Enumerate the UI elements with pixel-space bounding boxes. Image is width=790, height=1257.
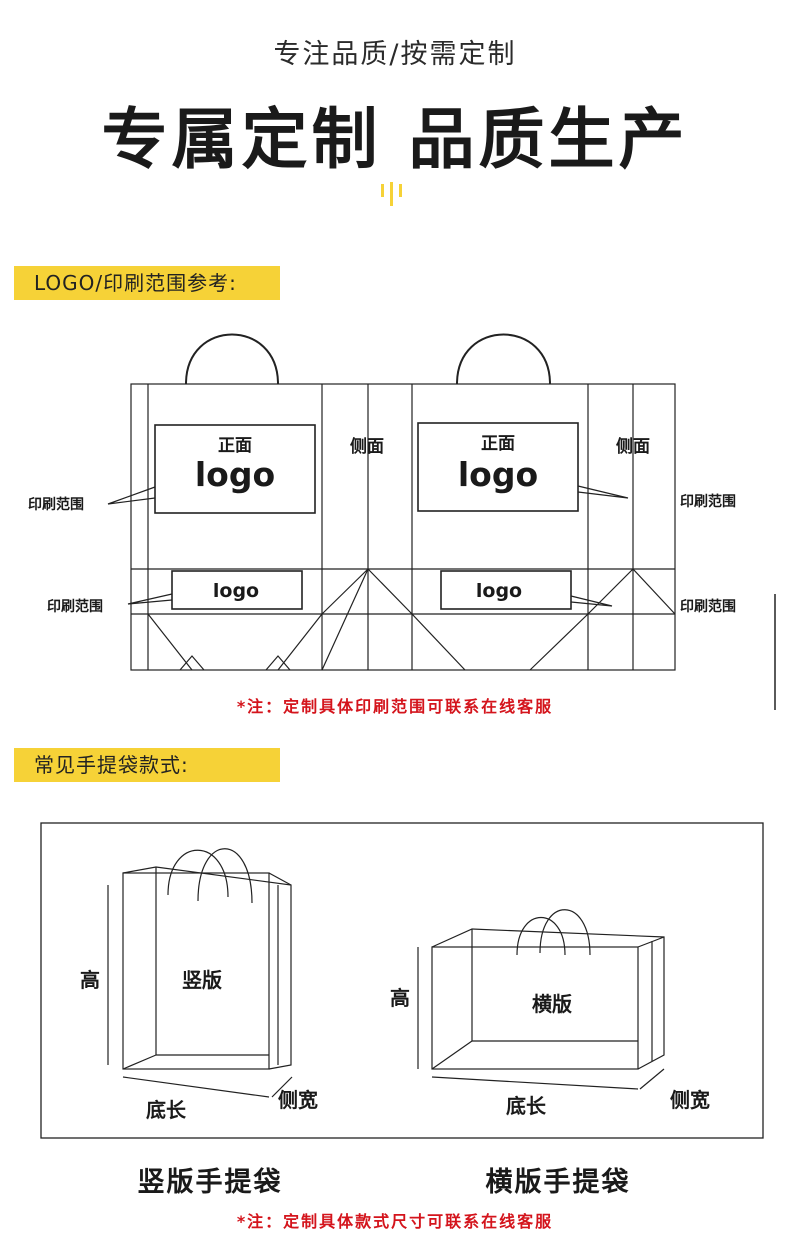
vertical-bottom-length-label: 底长	[146, 1098, 187, 1122]
horizontal-bag-drawing	[417, 909, 665, 1090]
page-title: 专属定制 品质生产	[101, 101, 689, 178]
logo-text-front-right: logo	[458, 455, 538, 494]
vertical-style-name: 竖版	[182, 968, 222, 992]
bag-styles-diagram: 高 竖版 底长 侧宽 高 横版 底长 侧宽	[40, 822, 764, 1139]
vertical-bag-caption: 竖版手提袋	[137, 1167, 283, 1198]
print-range-label-3: 印刷范围	[47, 598, 103, 615]
front-label-left: 正面	[218, 436, 252, 456]
front-label-right: 正面	[481, 434, 515, 454]
logo-text-bottom-right: logo	[476, 580, 522, 602]
print-range-label-2: 印刷范围	[680, 493, 736, 510]
horizontal-height-label: 高	[390, 986, 410, 1010]
section-tag-print-area: LOGO/印刷范围参考:	[14, 266, 280, 300]
vertical-bag-drawing	[107, 848, 293, 1098]
print-area-note: *注：定制具体印刷范围可联系在线客服	[236, 697, 554, 716]
print-range-label-1: 印刷范围	[28, 496, 84, 513]
logo-text-bottom-left: logo	[213, 580, 259, 602]
print-area-diagram: 正面 logo 正面 logo 侧面 侧面 logo logo 印刷范围 印刷范…	[28, 333, 776, 710]
horizontal-side-width-label: 侧宽	[670, 1088, 710, 1112]
bag-styles-note: *注：定制具体款式尺寸可联系在线客服	[236, 1212, 554, 1231]
horizontal-style-name: 横版	[532, 992, 572, 1016]
page-subtitle: 专注品质/按需定制	[273, 39, 517, 70]
section-tag-bag-styles: 常见手提袋款式:	[14, 748, 280, 782]
vertical-height-label: 高	[80, 968, 100, 992]
horizontal-bottom-length-label: 底长	[506, 1094, 547, 1118]
horizontal-bag-caption: 横版手提袋	[485, 1167, 631, 1198]
side-label-left: 侧面	[350, 436, 384, 457]
logo-text-front-left: logo	[195, 455, 275, 494]
side-label-right: 侧面	[616, 436, 650, 457]
print-range-label-4: 印刷范围	[680, 598, 736, 615]
scroll-down-icon	[381, 182, 402, 206]
vertical-side-width-label: 侧宽	[278, 1088, 318, 1112]
